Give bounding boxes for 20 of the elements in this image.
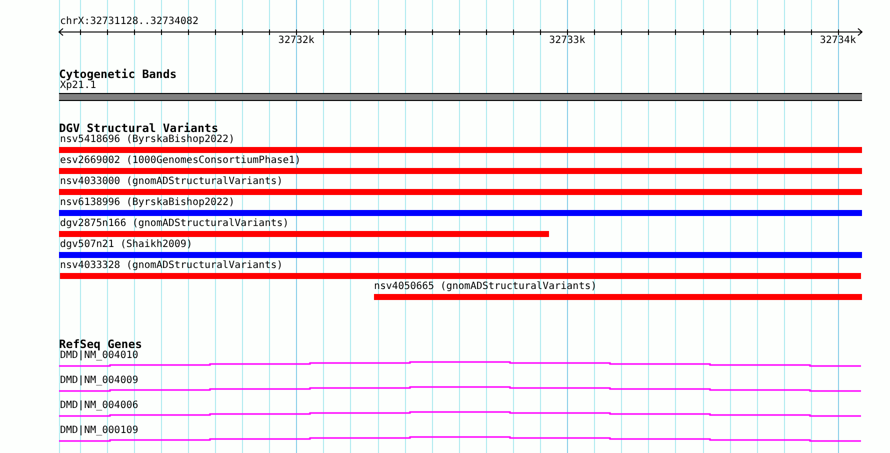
variant-label: nsv4050665 (gnomADStructuralVariants) bbox=[374, 281, 597, 292]
transcript-label: DMD|NM_004006 bbox=[60, 400, 138, 411]
transcript-label: DMD|NM_004009 bbox=[60, 375, 138, 386]
track-heading: Cytogenetic Bands bbox=[59, 68, 177, 80]
band-label: Xp21.1 bbox=[60, 80, 96, 91]
variant-label: nsv5418696 (ByrskaBishop2022) bbox=[60, 134, 235, 146]
variant-label: nsv6138996 (ByrskaBishop2022) bbox=[60, 197, 235, 208]
track-heading: DGV Structural Variants bbox=[59, 122, 218, 134]
track-heading: RefSeq Genes bbox=[59, 338, 142, 350]
transcript-label: DMD|NM_004010 bbox=[60, 350, 138, 361]
tick-label: 32733k bbox=[549, 35, 586, 46]
location-label: chrX:32731128..32734082 bbox=[60, 16, 198, 27]
variant-label: dgv2875n166 (gnomADStructuralVariants) bbox=[60, 218, 289, 230]
variant-label: dgv507n21 (Shaikh2009) bbox=[60, 239, 192, 250]
tick-label: 32734k bbox=[820, 35, 856, 46]
tick-label: 32732k bbox=[278, 35, 314, 46]
variant-label: nsv4033328 (gnomADStructuralVariants) bbox=[60, 260, 283, 272]
transcript-label: DMD|NM_000109 bbox=[60, 425, 138, 436]
variant-label: nsv4033000 (gnomADStructuralVariants) bbox=[60, 176, 283, 188]
variant-label: esv2669002 (1000GenomesConsortiumPhase1) bbox=[60, 155, 301, 166]
